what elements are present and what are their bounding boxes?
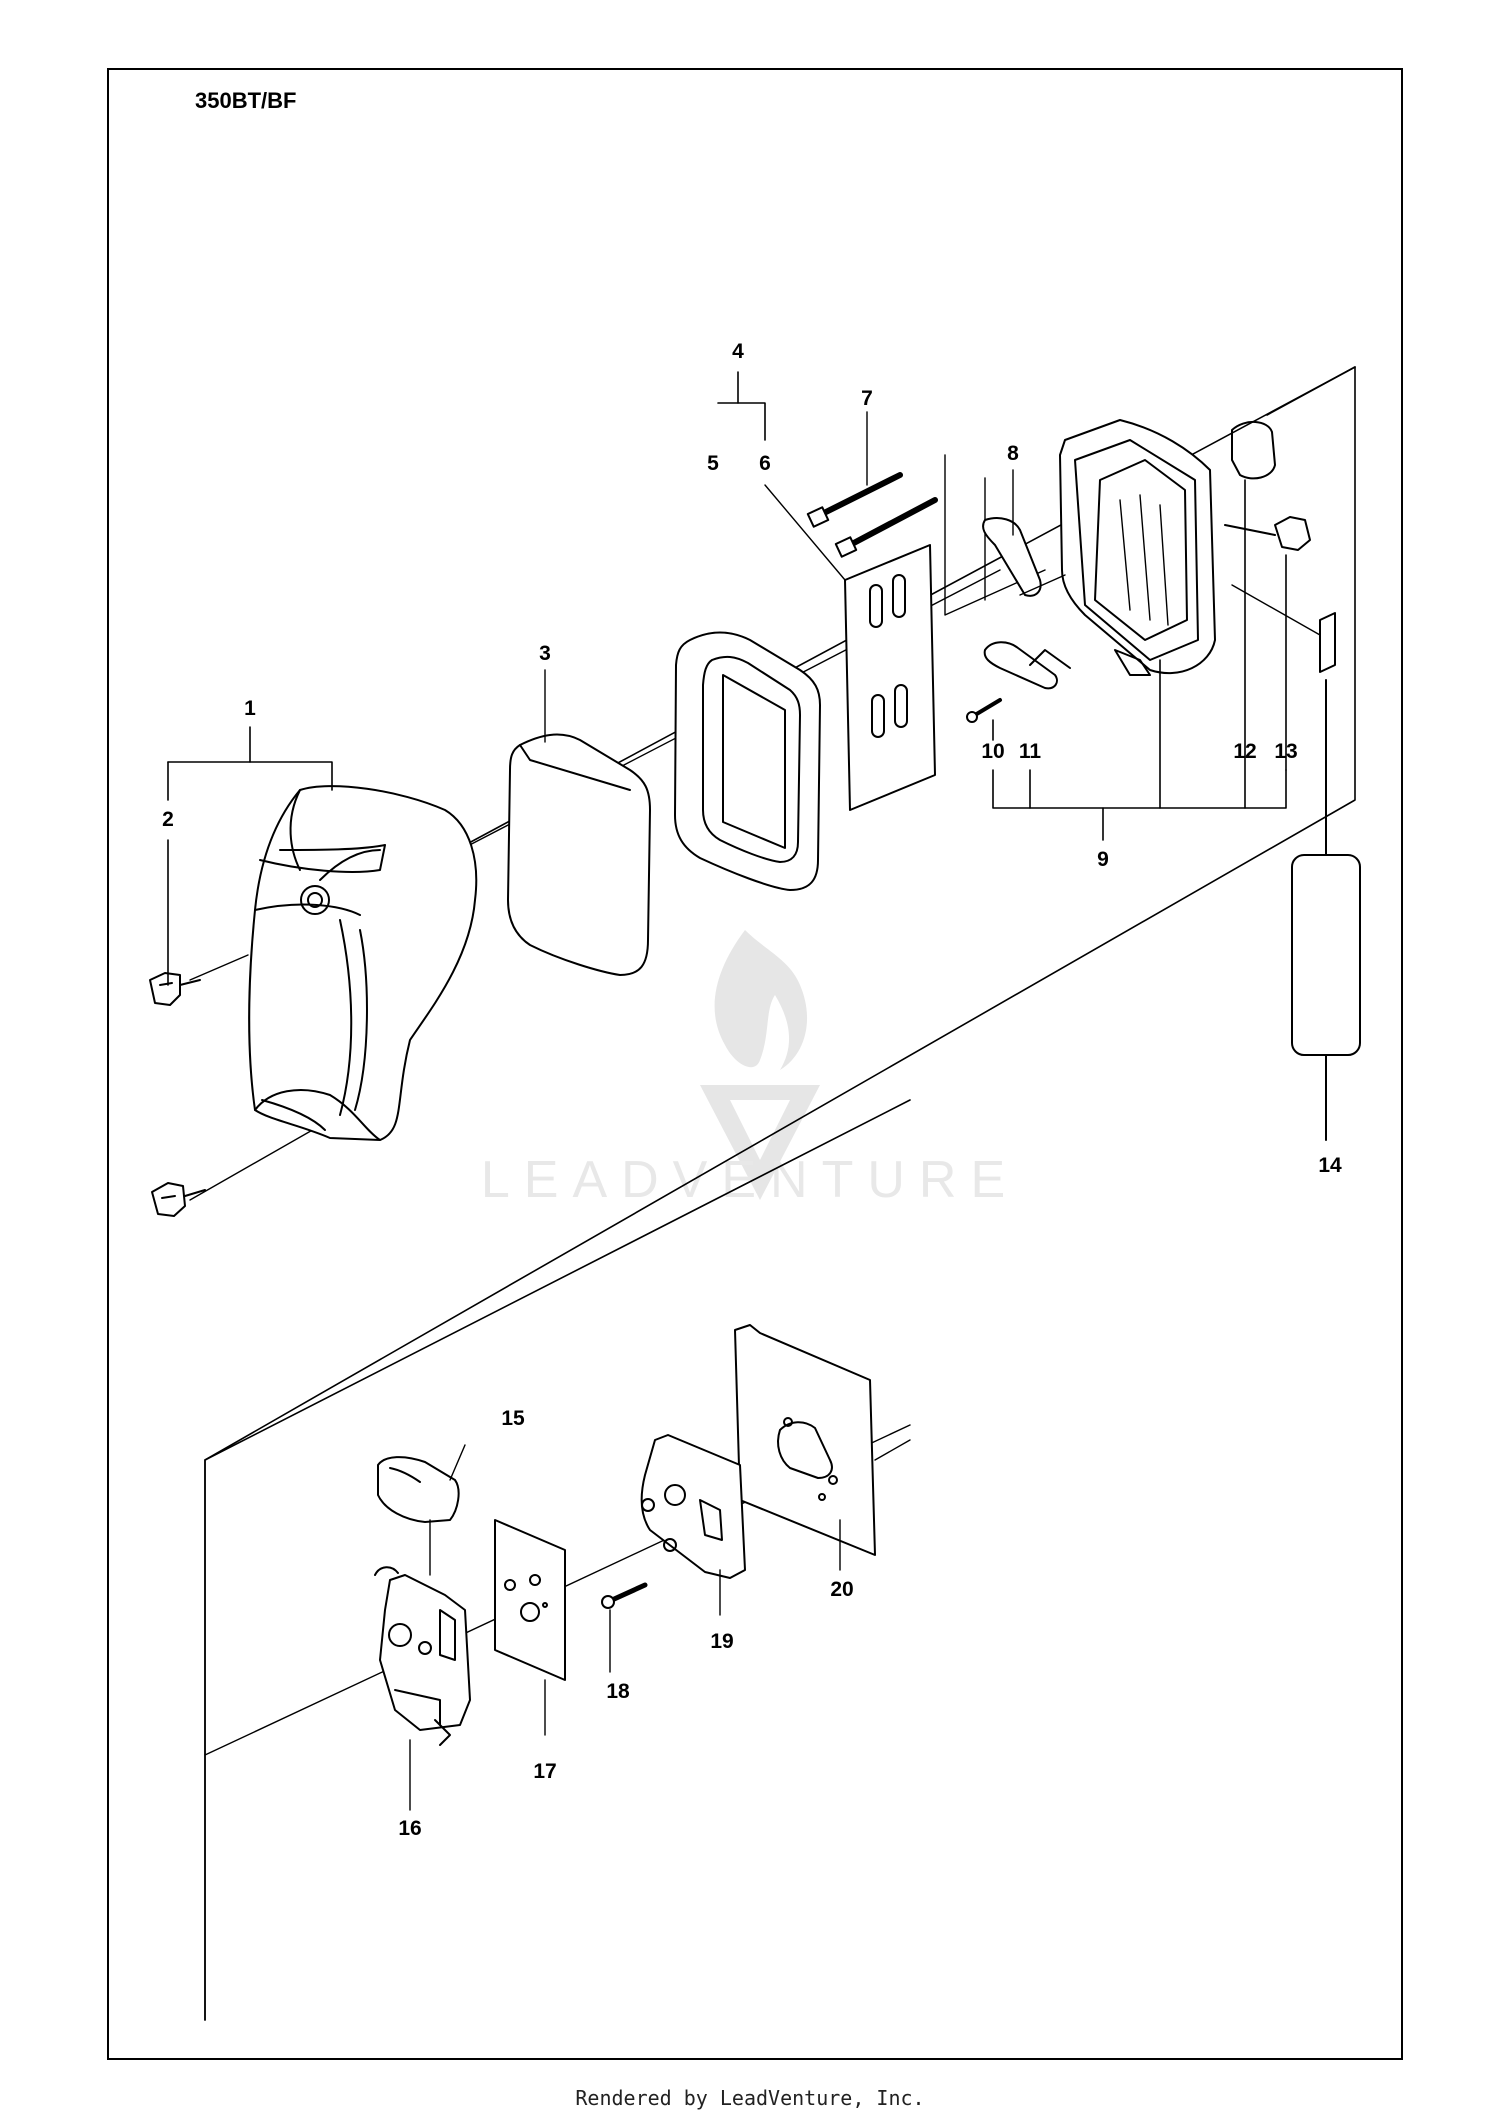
cover-knob-bottom — [151, 1182, 206, 1217]
filter-gasket-frame — [674, 631, 821, 891]
filter-plate — [844, 544, 936, 811]
carburetor-gasket — [494, 1519, 566, 1681]
callout-13: 13 — [1274, 740, 1297, 763]
callout-11: 11 — [1019, 740, 1042, 763]
model-label: 350BT/BF — [195, 88, 297, 113]
carburetor — [374, 1519, 471, 1811]
callout-14: 14 — [1318, 1154, 1342, 1177]
callout-1: 1 — [244, 697, 256, 720]
callout-7: 7 — [861, 387, 873, 410]
o-ring-seal — [1231, 421, 1276, 480]
callout-19: 19 — [710, 1630, 733, 1653]
callout-4: 4 — [732, 340, 744, 363]
small-label — [1231, 584, 1336, 673]
flange-screw — [601, 1582, 648, 1609]
long-screw-bottom — [834, 497, 938, 558]
callout-10: 10 — [981, 740, 1004, 763]
cover-knob-top — [149, 972, 201, 1006]
intake-flange — [640, 1434, 746, 1579]
callout-20: 20 — [830, 1578, 853, 1601]
callout-16: 16 — [398, 1817, 421, 1840]
choke-lever — [982, 517, 1042, 597]
footer-credit: Rendered by LeadVenture, Inc. — [575, 2086, 925, 2110]
callout-2: 2 — [162, 808, 174, 831]
air-intake-boot — [377, 1444, 466, 1523]
diagram-frame — [107, 68, 1403, 2060]
intake-gasket — [734, 1324, 876, 1556]
callout-15: 15 — [501, 1407, 525, 1430]
callout-3: 3 — [539, 642, 551, 665]
decal-label — [1291, 679, 1361, 1141]
callout-6: 6 — [759, 452, 771, 475]
filter-base — [1059, 419, 1216, 676]
callout-17: 17 — [533, 1760, 556, 1783]
watermark-text: LEADVENTURE — [480, 1151, 1020, 1209]
foam-filter-element — [507, 733, 651, 976]
clamp-screw — [966, 698, 1002, 723]
air-filter-cover — [248, 785, 478, 1141]
callout-5: 5 — [707, 452, 719, 475]
callout-18: 18 — [606, 1680, 630, 1703]
callout-12: 12 — [1233, 740, 1256, 763]
long-screw-top — [806, 472, 903, 528]
callout-9: 9 — [1097, 848, 1109, 871]
callout-8: 8 — [1007, 442, 1019, 465]
clamp-bracket — [983, 641, 1071, 690]
base-knob — [1224, 516, 1311, 551]
